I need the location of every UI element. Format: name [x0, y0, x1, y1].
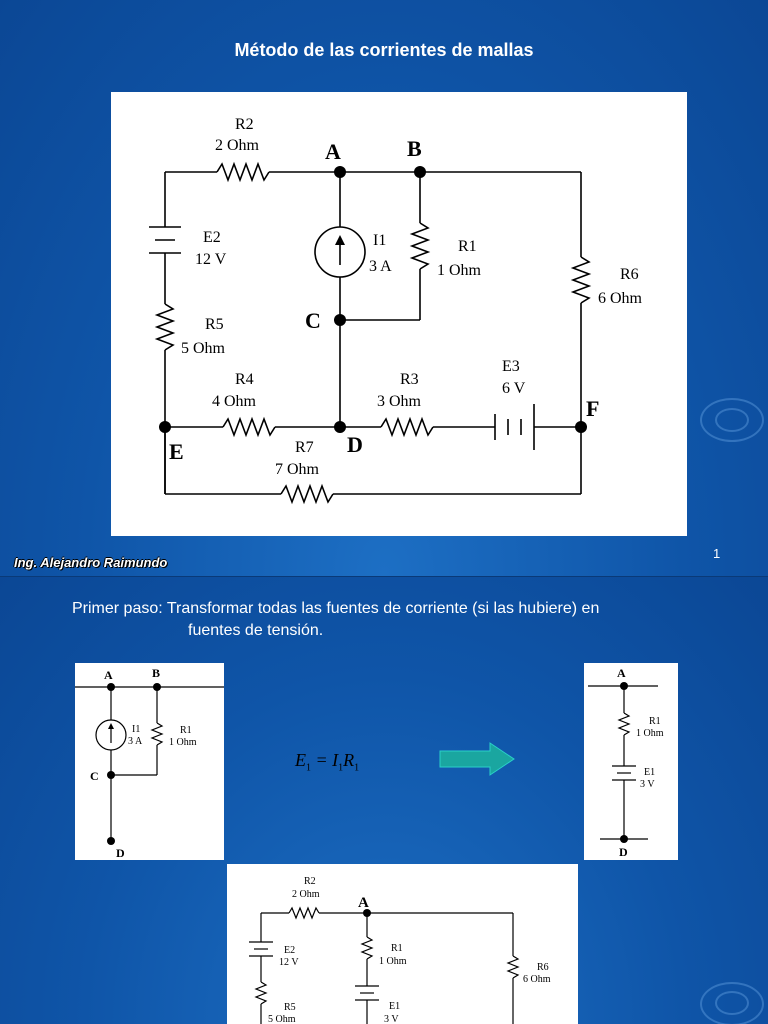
- voltage-source-figure: A D R1 1 Ohm E1 3 V: [584, 663, 678, 860]
- e3-name: E3: [502, 358, 520, 375]
- fig-left-node-d: D: [116, 846, 125, 860]
- fig-bottom-r2-value: 2 Ohm: [292, 889, 320, 900]
- fig-bottom-r1-value: 1 Ohm: [379, 956, 407, 967]
- slide-2: Primer paso: Transformar todas las fuent…: [0, 577, 768, 1024]
- fig-bottom-e1-name: E1: [389, 1001, 400, 1012]
- main-circuit-panel: A B C D E F R2 2 Ohm E2 12 V I1 3 A R1 1…: [111, 92, 687, 536]
- node-a-dot: [334, 166, 346, 178]
- node-label-f: F: [586, 396, 599, 421]
- e3-value: 6 V: [502, 380, 526, 397]
- decorative-ripple: [700, 398, 764, 442]
- node-label-e: E: [169, 439, 184, 464]
- formula-sub-e: 1: [306, 762, 311, 774]
- fig-right-node-a: A: [617, 666, 626, 680]
- node-label-a: A: [325, 139, 341, 164]
- r5-name: R5: [205, 316, 224, 333]
- fig-bottom-e2-value: 12 V: [279, 957, 299, 968]
- r4-name: R4: [235, 371, 254, 388]
- r7-value: 7 Ohm: [275, 461, 320, 478]
- source-transform-formula: E1 = I1R1: [295, 750, 359, 774]
- fig-bottom-r2-name: R2: [304, 876, 316, 887]
- r6-value: 6 Ohm: [598, 290, 643, 307]
- node-e-dot: [159, 421, 171, 433]
- r3-name: R3: [400, 371, 419, 388]
- fig-left-r1-value: 1 Ohm: [169, 737, 197, 748]
- node-f-dot: [575, 421, 587, 433]
- r2-name: R2: [235, 116, 254, 133]
- fig-right-r1-name: R1: [649, 716, 661, 727]
- r6-name: R6: [620, 266, 639, 283]
- fig-left-node-a: A: [104, 668, 113, 682]
- current-source-diagram: A B C D I1 3 A R1 1 Ohm: [75, 666, 224, 860]
- formula-r: R: [343, 750, 355, 770]
- node-label-c: C: [305, 308, 321, 333]
- right-arrow-icon: [439, 742, 515, 776]
- decorative-ripple: [715, 408, 749, 432]
- slide-title: Método de las corrientes de mallas: [234, 40, 534, 60]
- fig-bottom-r5-name: R5: [284, 1002, 296, 1013]
- formula-sub-i: 1: [338, 762, 344, 774]
- transformed-circuit-panel: A R2 2 Ohm E2 12 V R1 1 Ohm R6 6 Ohm R5 …: [227, 864, 578, 1024]
- author-name: Ing. Alejandro Raimundo: [14, 555, 168, 570]
- node-label-d: D: [347, 432, 363, 457]
- page-number: 1: [713, 546, 721, 561]
- formula-sub-r: 1: [354, 762, 360, 774]
- step-line-1: Primer paso: Transformar todas las fuent…: [72, 600, 600, 617]
- fig-left-i1-value: 3 A: [128, 736, 143, 747]
- fig-left-node-c: C: [90, 769, 99, 783]
- fig-right-e1-name: E1: [644, 767, 655, 778]
- i1-name: I1: [373, 232, 386, 249]
- current-arrow-icon: [335, 235, 345, 245]
- e2-value: 12 V: [195, 251, 227, 268]
- transformed-circuit-diagram: A R2 2 Ohm E2 12 V R1 1 Ohm R6 6 Ohm R5 …: [249, 876, 551, 1024]
- decorative-ripple: [700, 982, 764, 1024]
- r2-value: 2 Ohm: [215, 137, 260, 154]
- voltage-source-diagram: A D R1 1 Ohm E1 3 V: [588, 666, 664, 859]
- fig-bottom-r6-name: R6: [537, 962, 549, 973]
- e2-name: E2: [203, 229, 221, 246]
- slide-1: Método de las corrientes de mallas: [0, 0, 768, 576]
- r4-value: 4 Ohm: [212, 393, 257, 410]
- i1-value: 3 A: [369, 258, 392, 275]
- node-c-dot: [334, 314, 346, 326]
- fig-bottom-r5-value: 5 Ohm: [268, 1014, 296, 1024]
- fig-bottom-e2-name: E2: [284, 945, 295, 956]
- main-circuit-diagram: A B C D E F R2 2 Ohm E2 12 V I1 3 A R1 1…: [149, 116, 643, 505]
- formula-e: E: [295, 750, 306, 770]
- formula-equals: =: [311, 750, 333, 770]
- slide-divider: [0, 576, 768, 577]
- node-b-dot: [414, 166, 426, 178]
- fig-left-node-b: B: [152, 666, 160, 680]
- current-arrow-icon: [108, 723, 114, 729]
- decorative-ripple: [715, 991, 749, 1015]
- fig-left-i1-name: I1: [132, 724, 140, 735]
- fig-right-e1-value: 3 V: [640, 779, 655, 790]
- fig-right-r1-value: 1 Ohm: [636, 728, 664, 739]
- node-d-dot: [334, 421, 346, 433]
- r1-value: 1 Ohm: [437, 262, 482, 279]
- r3-value: 3 Ohm: [377, 393, 422, 410]
- r5-value: 5 Ohm: [181, 340, 226, 357]
- fig-bottom-r6-value: 6 Ohm: [523, 974, 551, 985]
- fig-right-node-d: D: [619, 845, 628, 859]
- r7-name: R7: [295, 439, 314, 456]
- step-instruction: Primer paso: Transformar todas las fuent…: [72, 598, 732, 642]
- fig-left-r1-name: R1: [180, 725, 192, 736]
- r1-name: R1: [458, 238, 477, 255]
- fig-bottom-e1-value: 3 V: [384, 1014, 399, 1024]
- formula-i: I: [332, 750, 339, 770]
- fig-bottom-node-a: A: [358, 895, 369, 911]
- fig-bottom-r1-name: R1: [391, 943, 403, 954]
- node-label-b: B: [407, 136, 422, 161]
- step-line-2: fuentes de tensión.: [188, 622, 324, 639]
- current-source-figure: A B C D I1 3 A R1 1 Ohm: [75, 663, 224, 860]
